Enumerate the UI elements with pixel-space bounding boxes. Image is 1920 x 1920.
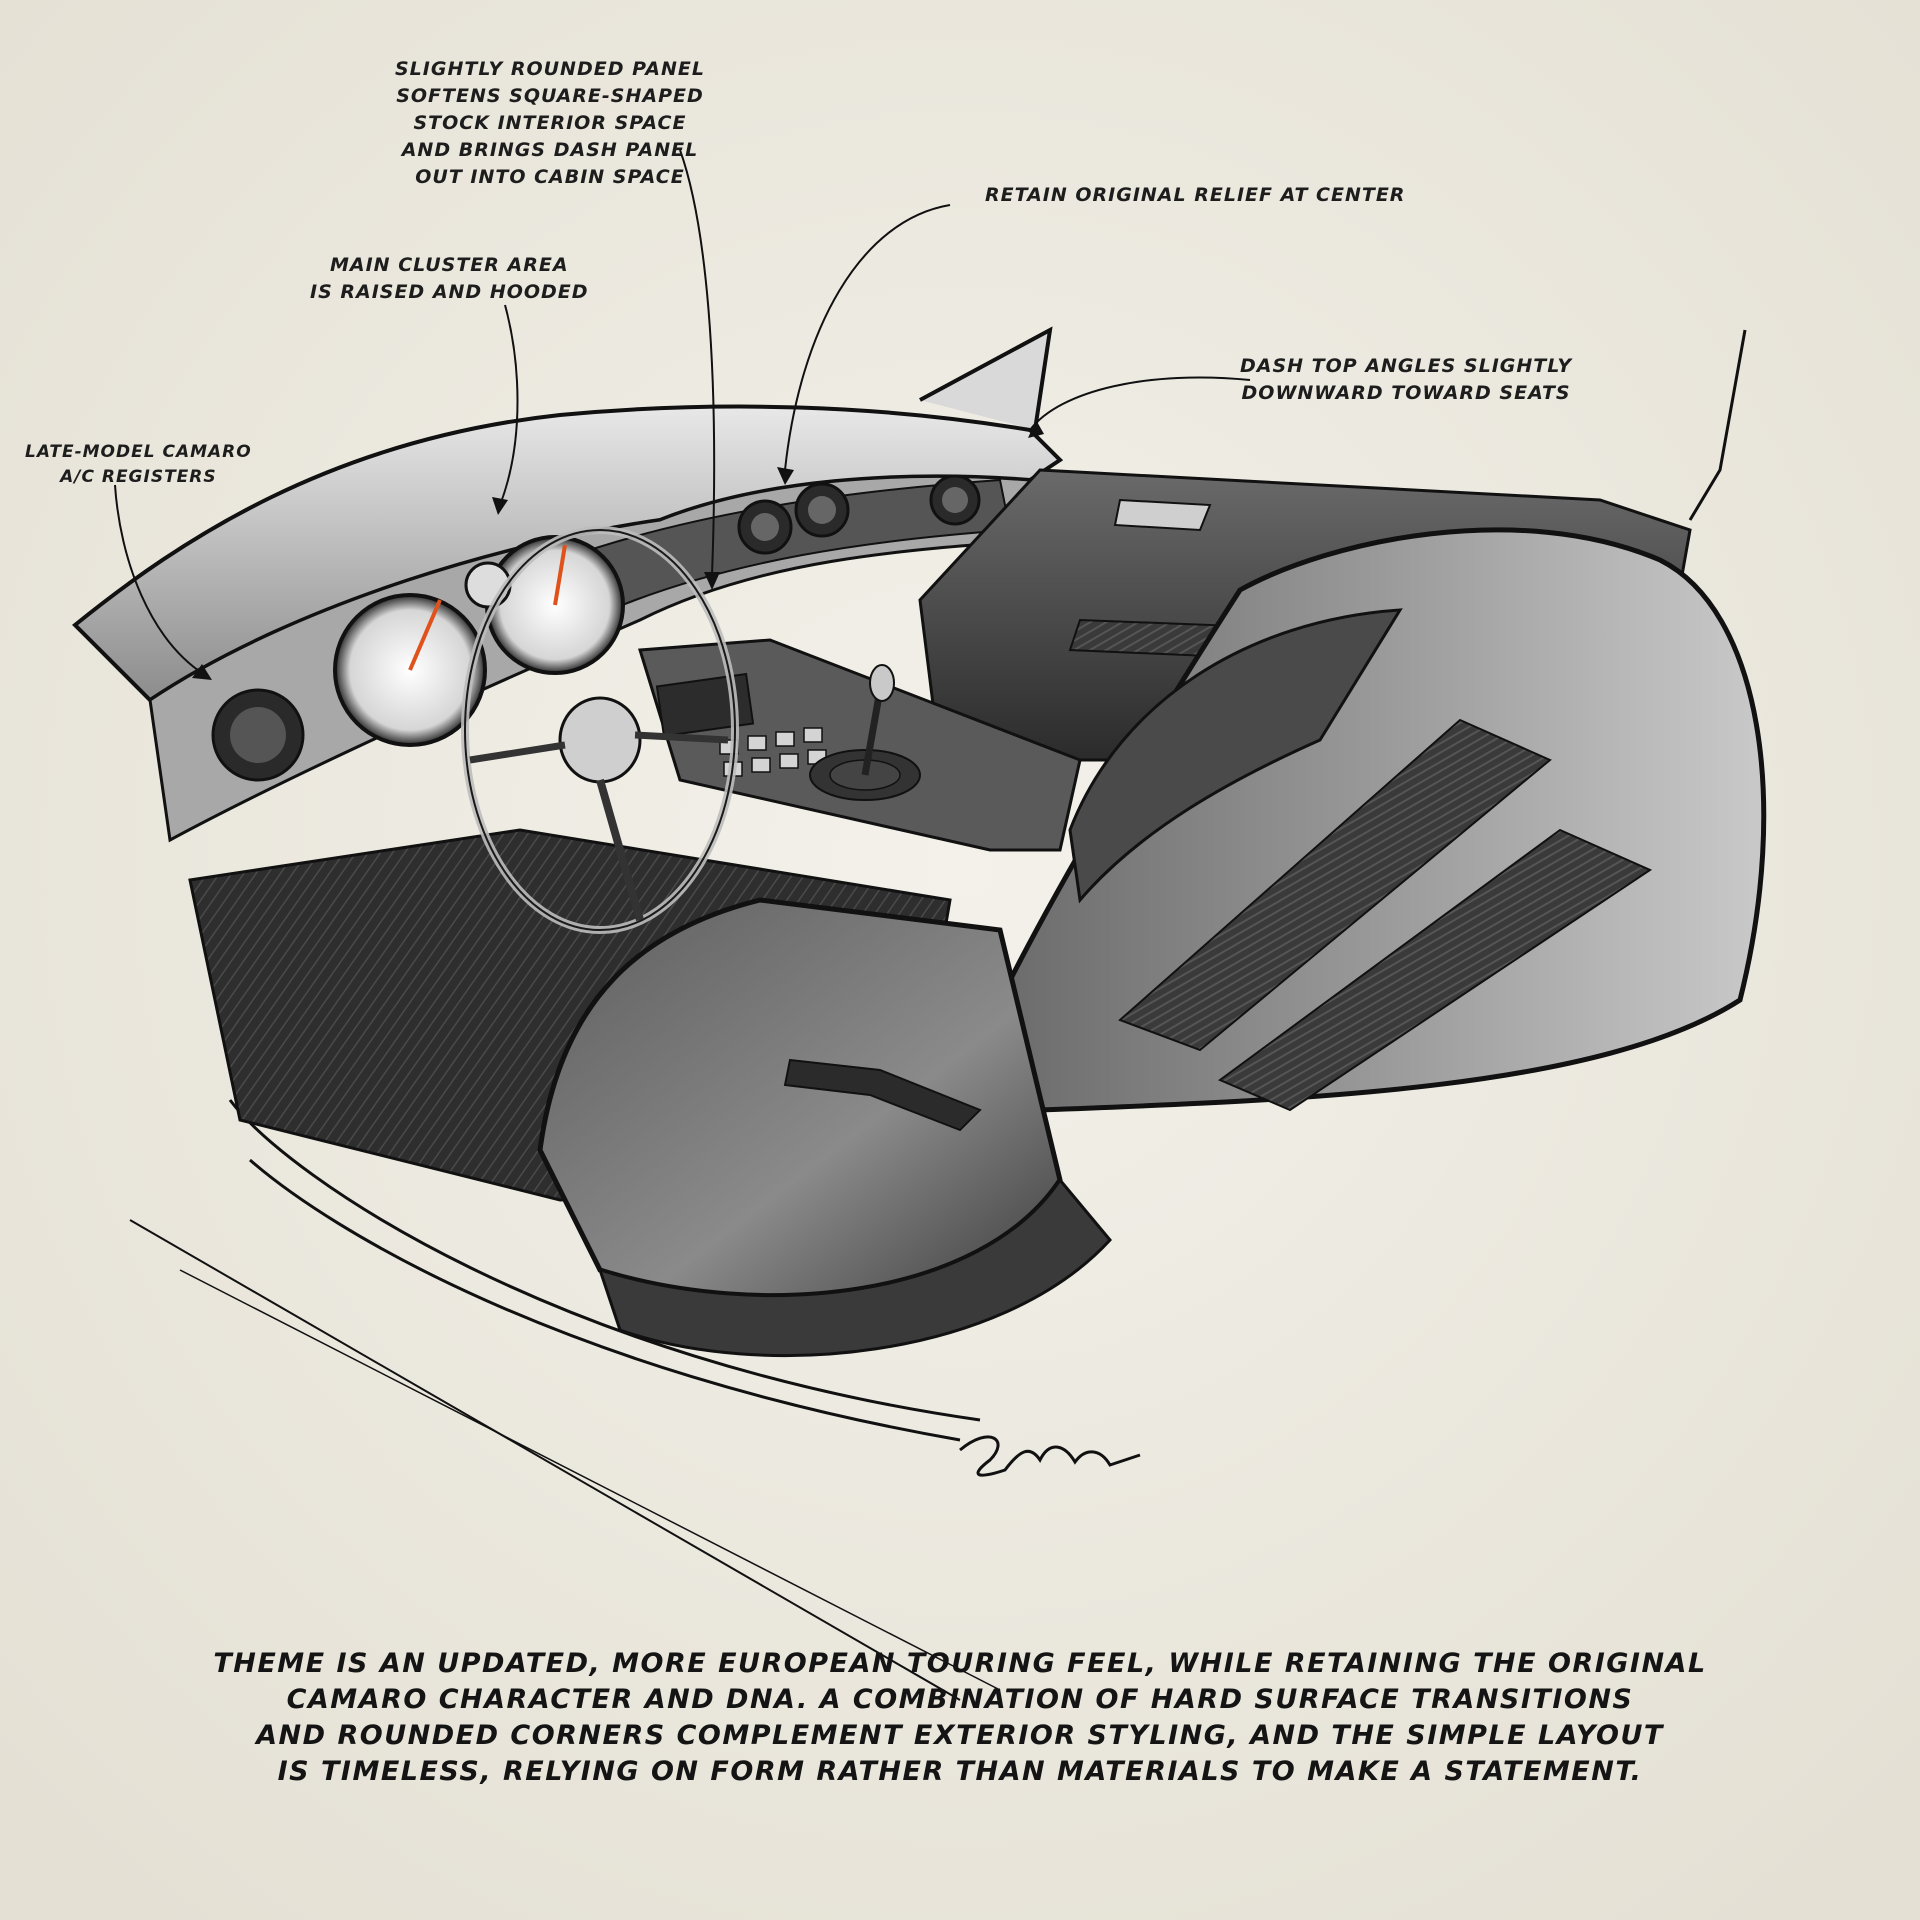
ac-register-right — [929, 474, 981, 526]
annotation-line: and brings dash panel — [401, 139, 699, 161]
annotation-line: Dash top angles slightly — [1240, 355, 1573, 377]
theme-line: Camaro character and DNA. A combination … — [286, 1684, 1634, 1715]
annotation-line: Late-model Camaro — [25, 442, 252, 462]
harness-belts — [1118, 718, 1653, 1112]
ac-register-center — [737, 482, 850, 555]
annotation-line: downward toward seats — [1241, 382, 1571, 404]
annotation-relief: Retain original relief at center — [985, 182, 1405, 209]
annotation-cluster: Main cluster area is raised and hooded — [310, 252, 589, 306]
steering-wheel — [461, 526, 739, 934]
speedometer-gauge — [333, 593, 487, 747]
annotation-line: Main cluster area — [330, 254, 569, 276]
ac-register-left — [211, 688, 305, 782]
annotation-rounded-panel: Slightly rounded panel softens square-sh… — [395, 56, 705, 191]
door-sill — [129, 1099, 1001, 1701]
leader-arrowheads — [192, 420, 1044, 680]
annotation-line: stock interior space — [413, 112, 687, 134]
annotation-line: is raised and hooded — [310, 281, 589, 303]
seat-side — [597, 1177, 1112, 1358]
annotation-line: Retain original relief at center — [985, 184, 1406, 206]
annotation-line: softens square-shaped — [396, 85, 704, 107]
annotation-line: Slightly rounded panel — [395, 58, 705, 80]
seat-bolster — [1068, 608, 1403, 904]
theme-line: is timeless, relying on form rather than… — [277, 1756, 1643, 1787]
leader-lines — [114, 149, 1251, 676]
center-console — [638, 638, 1082, 852]
theme-description: Theme is an updated, more European touri… — [90, 1646, 1830, 1790]
annotation-line: out into cabin space — [415, 166, 685, 188]
signature-icon — [959, 1435, 1141, 1477]
annotation-line: A/C registers — [60, 467, 217, 487]
lap-belt — [783, 1058, 982, 1132]
theme-line: Theme is an updated, more European touri… — [213, 1648, 1707, 1679]
tachometer-gauge — [485, 535, 625, 675]
annotation-dash-top: Dash top angles slightly downward toward… — [1240, 353, 1572, 407]
annotation-ac-registers: Late-model Camaro A/C registers — [25, 440, 252, 490]
theme-line: and rounded corners complement exterior … — [256, 1720, 1664, 1751]
a-pillar — [919, 326, 1747, 521]
door-handle — [1113, 498, 1212, 532]
gear-shifter[interactable] — [809, 664, 921, 801]
